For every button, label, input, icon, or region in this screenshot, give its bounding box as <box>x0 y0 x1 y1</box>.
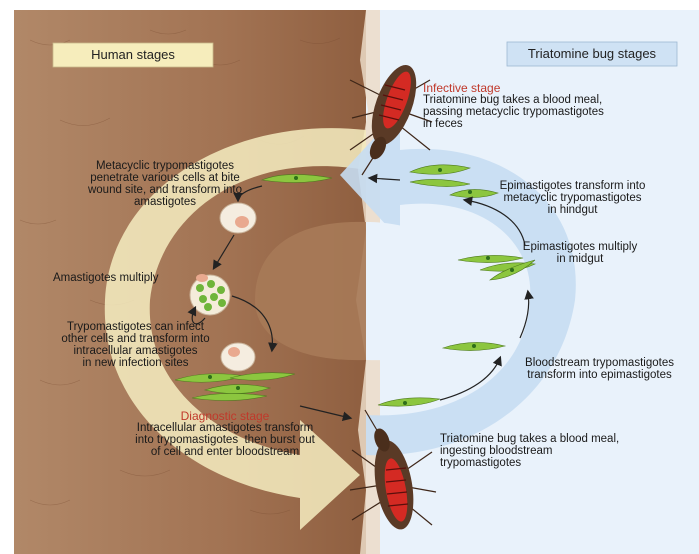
amastigotes-multiply-label: Amastigotes multiply <box>53 272 158 284</box>
trypomastigotes-infect-label: Trypomastigotes can infect other cells a… <box>28 321 243 369</box>
epimastigotes-transform-label: Epimastigotes transform into metacyclic … <box>460 180 685 216</box>
epimastigotes-multiply-label: Epimastigotes multiply in midgut <box>500 241 660 265</box>
top-margin <box>0 0 699 10</box>
diagnostic-stage-title: Diagnostic stage <box>115 410 335 422</box>
metacyclic-label: Metacyclic trypomastigotes penetrate var… <box>55 160 275 208</box>
infective-stage-title: Infective stage <box>423 82 500 94</box>
bloodstream-trypomastigotes-label: Bloodstream trypomastigotes transform in… <box>502 357 697 381</box>
diagnostic-stage-text: Intracellular amastigotes transform into… <box>90 422 360 458</box>
infective-stage-text: Triatomine bug takes a blood meal, passi… <box>423 94 604 130</box>
bug-blood-meal-label: Triatomine bug takes a blood meal, inges… <box>440 433 619 469</box>
left-margin <box>0 0 14 554</box>
bug-stages-header: Triatomine bug stages <box>507 43 677 65</box>
human-stages-header: Human stages <box>53 44 213 66</box>
host-cell-amastigotes <box>190 274 230 315</box>
